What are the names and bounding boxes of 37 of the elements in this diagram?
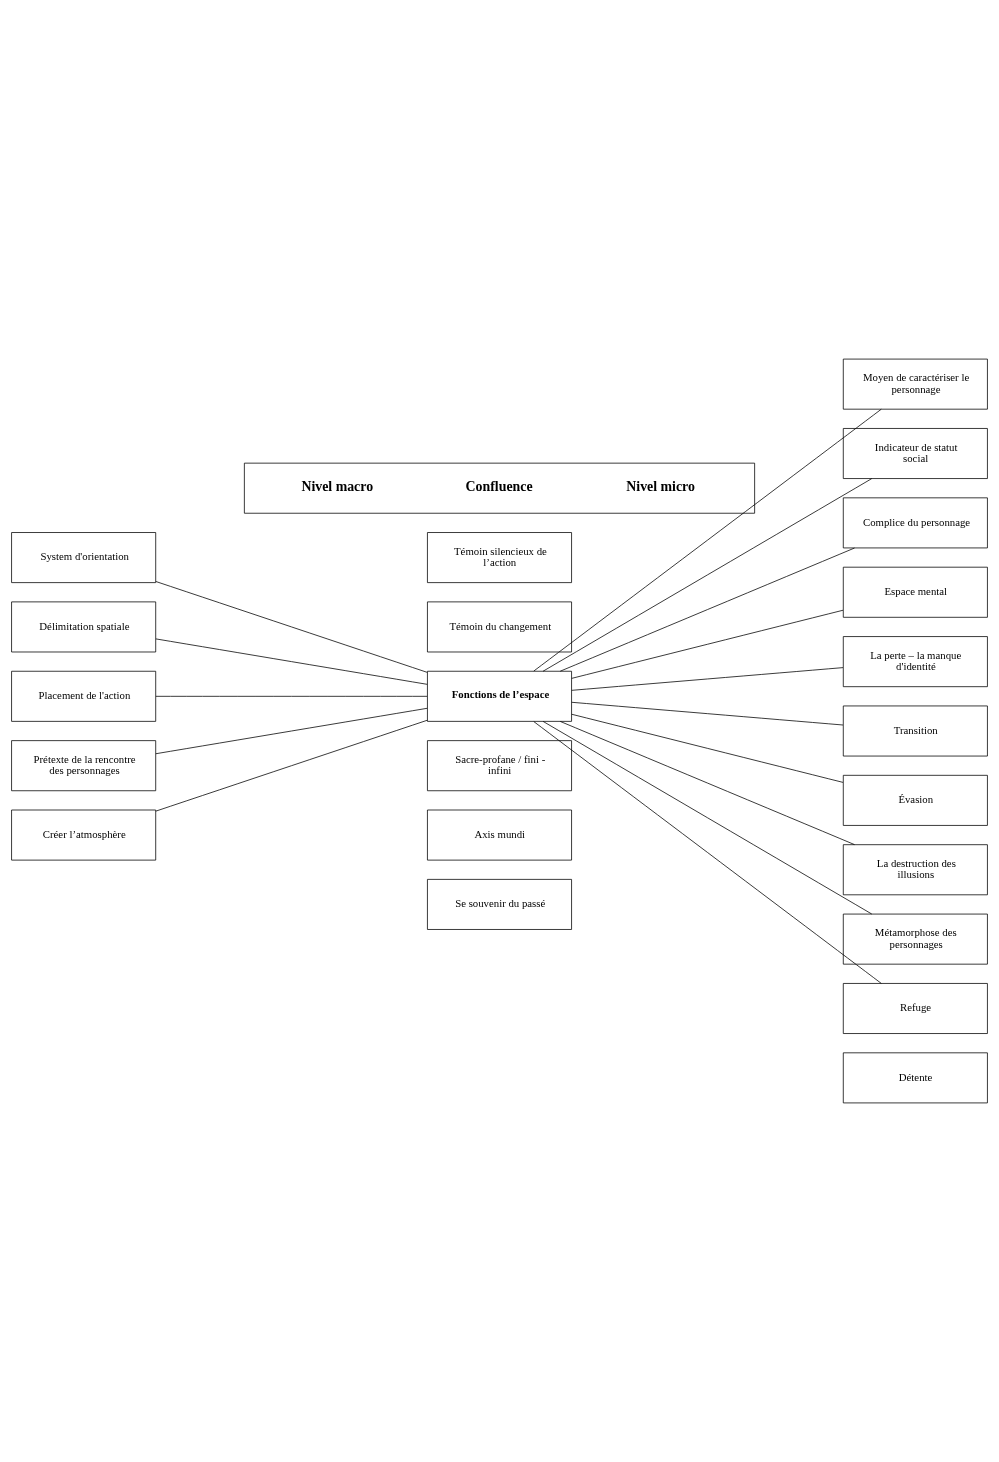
node-box: Fonctions de l’espace [427,670,572,722]
connector [571,667,844,691]
node-box: Axis mundi [427,809,572,861]
node-box: La destruction des illusions [842,844,988,896]
connector [155,707,428,755]
node-box: Détente [842,1052,988,1104]
node-box: System d'orientation [11,532,157,583]
node-box: Délimitation spatiale [11,601,157,653]
node-box: Espace mental [842,566,988,618]
node-box: Indicateur de statut social [842,428,988,479]
connector [155,638,428,685]
node-box: Placement de l'action [11,670,157,722]
node-box: Se souvenir du passé [427,879,572,930]
node-box: Évasion [842,774,988,826]
connector [155,719,428,812]
node-box: La perte – la manque d'identité [842,636,988,688]
node-box: Transition [842,705,988,757]
connector [559,547,855,672]
node-box: Refuge [842,983,988,1034]
node-box: Témoin silencieux de l’action [427,532,572,583]
node-box: Témoin du changement [427,601,572,653]
node-box: Métamorphose des personnages [842,913,988,965]
node-box: Sacre-profane / fini - infini [427,740,572,792]
node-box: Complice du personnage [842,497,988,549]
connector [533,721,882,984]
connector [533,408,882,672]
connector [571,701,844,726]
connector [155,695,428,697]
connector [542,721,873,915]
node-box: Nivel macro Confluence Nivel micro [243,462,756,514]
connector [155,581,428,673]
node-box: Créer l’atmosphère [11,809,157,861]
connector [571,713,844,783]
connector [571,609,844,679]
node-box: Moyen de caractériser le personnage [842,358,988,410]
connector [559,721,855,845]
node-box: Prétexte de la rencontre des personnages [11,740,157,792]
